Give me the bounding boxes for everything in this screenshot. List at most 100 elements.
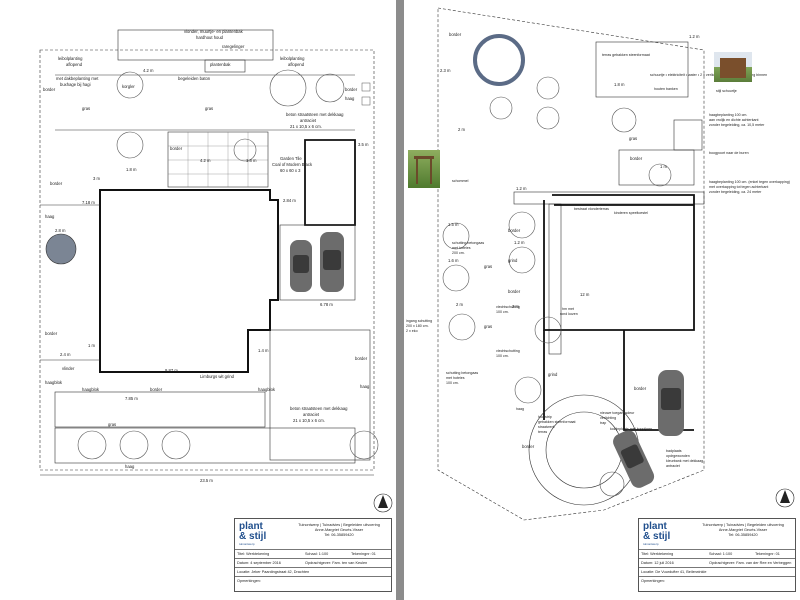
r-haag1c: zonder begeleiding, ca. 10,5 meter — [709, 123, 765, 127]
r-ingang2: 200 x 180 cm. — [406, 324, 429, 328]
r-dim-16: 1.6 m — [448, 258, 459, 263]
label-dakbeplanting: met dakbeplanting met — [56, 76, 99, 81]
car-3 — [658, 370, 684, 436]
round-pond — [473, 34, 525, 86]
r-schutting2c: 100 cm. — [446, 381, 459, 385]
label-border-6: border — [355, 356, 368, 361]
r-kozijnplaats: kozijnplaats met koppijnen — [610, 427, 652, 431]
label-afm-1: 21 x 10,5 x 6 cm. — [290, 124, 322, 129]
company-header-right: Tuinontwerp | Tuinadvies | Begeleiden ui… — [702, 523, 784, 537]
r-dim-12m: 12 m — [580, 292, 590, 297]
label-gras-1: gras — [82, 106, 90, 111]
r-dim-2b: 2 m — [456, 302, 463, 307]
r-border-f: border — [634, 386, 647, 391]
label-border-7: border — [150, 387, 163, 392]
left-drawing-page: vlonder, muurtje- en plantenbak hardhout… — [0, 0, 396, 600]
north-arrow-icon — [373, 493, 393, 513]
r-haag2: haagbeplanting 100 cm. (enkel tegen over… — [709, 180, 790, 184]
title-block-left: plant & stijl tuinontwerp Tuinontwerp | … — [234, 518, 392, 592]
right-garden-plan: border 2.3 m terras gebakken steenformaa… — [406, 7, 795, 521]
r-ingang: ingang schutting — [406, 319, 432, 323]
r-schutting2: schutting betongaas — [446, 371, 478, 375]
opdrachtgever: Opdrachtgever: Fam. ten van Keulen — [305, 561, 368, 565]
r-dim-2: 2 m — [458, 127, 465, 132]
locatie-right: Locatie: De Vuurdufter 41, Beilerwinkle — [641, 570, 707, 574]
r-schommel: schommel — [452, 179, 469, 183]
titel-right: Titel: Werktekening — [641, 552, 674, 556]
car-4 — [613, 430, 655, 488]
r-haag2b: met overkapping tot tegen achterkant — [709, 185, 768, 189]
logo-plant-en-stijl-right: plant & stijl tuinontwerp — [643, 521, 671, 547]
r-haag-rond: haag — [516, 407, 524, 411]
r-terras2: terras — [538, 430, 547, 434]
dim-24: 2.4 m — [60, 352, 71, 357]
pond — [45, 233, 77, 265]
dim-42b: 4.2 m — [200, 158, 211, 163]
label-haagblok-1: haagblok — [45, 380, 63, 385]
label-antraciet-1: antraciet — [300, 118, 317, 123]
dim-14: 1.4 m — [258, 348, 269, 353]
r-schutting1c: 200 cm. — [452, 251, 465, 255]
r-grind-a: grind — [508, 258, 518, 263]
r-haag1: haagbeplanting 100 cm. — [709, 113, 747, 117]
label-gras-3: gras — [108, 422, 116, 427]
r-hmrond2: rond kozen — [560, 312, 578, 316]
r-gras-a: gras — [484, 264, 492, 269]
r-houtstrip: houtstrip — [538, 415, 552, 419]
r-dim-18m: 1.8 m — [614, 82, 625, 87]
car-1 — [290, 240, 312, 292]
r-gebakken2: straatwerk — [538, 425, 555, 429]
r-schutting1b: met hoteies — [452, 246, 471, 250]
dim-284: 2.84 m — [283, 198, 296, 203]
r-dim-1: 1 m — [660, 164, 667, 169]
label-tile-size: 60 x 60 x 3 — [280, 168, 301, 173]
label-border-3: border — [170, 146, 183, 151]
r-dim-12c: 1.2 m — [689, 34, 700, 39]
r-schuurtje: schuurtje • elektriciteit • water • 2 x … — [650, 73, 767, 77]
r-border-e: border — [522, 444, 535, 449]
tekeningnr: Tekeningnr: 01 — [351, 552, 376, 556]
dim-678: 6.78 m — [320, 302, 333, 307]
r-dim-2c: 2 m — [512, 304, 519, 309]
label-antraciet-2: antraciet — [303, 412, 320, 417]
photo-swing — [408, 150, 440, 188]
label-border-2: border — [345, 87, 358, 92]
dim-718: 7.18 m — [82, 200, 95, 205]
r-haag2c: zonder begeleiding, ca. 24 meter — [709, 190, 762, 194]
page-gutter — [396, 0, 404, 600]
r-border-d: border — [630, 156, 643, 161]
label-begeleiden: begeleiden baton — [178, 76, 211, 81]
label-haagblok-3: haagblok — [258, 387, 276, 392]
locatie: Locatie: Jeker Paardingstraat 42, Dracht… — [237, 570, 310, 574]
dim-42: 4.2 m — [143, 68, 154, 73]
r-vlecht2b: 100 cm. — [496, 354, 509, 358]
dim-18: 1.8 m — [126, 167, 137, 172]
opmerkingen-right: Opmerkingen: — [641, 579, 665, 583]
left-garden-plan: vlonder, muurtje- en plantenbak hardhout… — [39, 29, 393, 513]
label-buxushaag: buxhage bij hagi — [60, 82, 91, 87]
r-nieuwe-toegang2: verlichting — [600, 416, 616, 420]
label-leiboom-right: leibolplanting — [280, 56, 305, 61]
label-gras-2: gras — [205, 106, 213, 111]
photo-shed — [714, 52, 752, 82]
r-houten-banken: houten banken — [654, 87, 678, 91]
label-afm-2: 21 x 10,5 x 6 cm. — [293, 418, 325, 423]
label-korgler: korgler — [122, 84, 135, 89]
titel: Titel: Werktekening — [237, 552, 270, 556]
label-afloop-right: aflopend — [288, 62, 305, 67]
r-grind-b: grind — [548, 372, 558, 377]
label-haag-4: haag — [360, 384, 370, 389]
r-dim-12: 1.2 m — [516, 186, 527, 191]
r-border-c: border — [508, 289, 521, 294]
right-drawing-page: border 2.3 m terras gebakken steenformaa… — [404, 0, 800, 600]
north-arrow-icon-right — [775, 488, 795, 508]
label-coal-tile: Coal of Modern Black — [272, 162, 313, 167]
dim-785: 7.85 m — [125, 396, 138, 401]
logo-plant-en-stijl: plant & stijl tuinontwerp — [239, 521, 267, 547]
dim-28: 2.8 m — [55, 228, 66, 233]
r-hmrond: hm met — [562, 307, 574, 311]
r-gebakken: gebakken steenformaat — [538, 420, 576, 424]
opmerkingen: Opmerkingen: — [237, 579, 261, 583]
r-border-a: border — [449, 32, 462, 37]
r-vlecht2: vlechtschutting — [496, 349, 520, 353]
